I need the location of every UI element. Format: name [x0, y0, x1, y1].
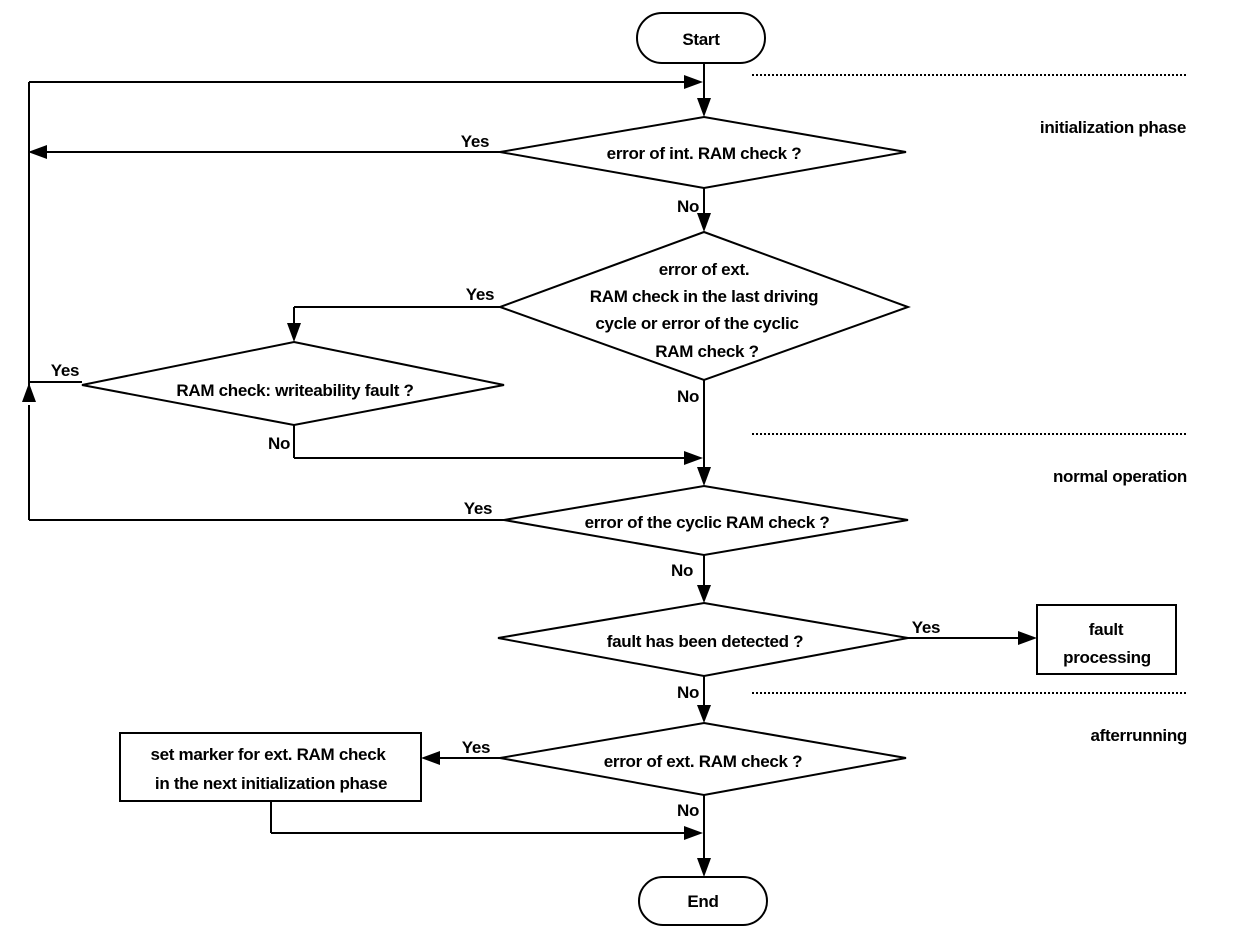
process-set-marker: set marker for ext. RAM check in the nex… [119, 732, 422, 802]
decision-writeability-fault: RAM check: writeability fault ? [81, 340, 505, 427]
no-label: No [677, 387, 699, 406]
decision-fault-detected: fault has been detected ? [497, 601, 909, 678]
arrowhead-right [1018, 631, 1037, 645]
process-set-marker-line-2: in the next initialization phase [155, 774, 387, 793]
no-label: No [677, 683, 699, 702]
arrowhead-right [684, 75, 703, 89]
branch-labels: Yes No Yes Yes No No Yes No Yes No Yes N… [51, 132, 941, 820]
arrowhead-down [697, 585, 711, 603]
start-label: Start [682, 30, 720, 49]
process-fault-processing-line-2: processing [1063, 648, 1151, 667]
decision-ext-ram-last-cycle: error of ext. RAM check in the last driv… [497, 230, 911, 382]
arrowhead-down [697, 705, 711, 723]
arrowhead-right [684, 826, 703, 840]
arrowhead-down [287, 323, 301, 342]
decision-fault-detected-label: fault has been detected ? [607, 632, 804, 651]
arrowhead-down [697, 467, 711, 486]
decision-int-ram-check-label: error of int. RAM check ? [607, 144, 802, 163]
decision-ext-ram-last-cycle-line-4: RAM check ? [655, 342, 758, 361]
connectors [28, 63, 1020, 860]
no-label: No [677, 801, 699, 820]
arrowhead-right [684, 451, 703, 465]
process-fault-processing-line-1: fault [1089, 620, 1124, 639]
decision-ext-ram-last-cycle-line-1: error of ext. [659, 260, 750, 279]
decision-int-ram-check: error of int. RAM check ? [499, 115, 907, 190]
yes-label: Yes [464, 499, 492, 518]
decision-ext-ram-check-label: error of ext. RAM check ? [604, 752, 802, 771]
phase-label-afterrunning: afterrunning [1090, 726, 1187, 745]
decision-writeability-fault-label: RAM check: writeability fault ? [176, 381, 413, 400]
yes-label: Yes [466, 285, 494, 304]
arrowhead-left [421, 751, 440, 765]
end-terminal: End [638, 876, 768, 926]
decision-ext-ram-check: error of ext. RAM check ? [499, 721, 907, 797]
start-terminal: Start [636, 12, 766, 64]
arrowhead-down [697, 858, 711, 877]
decision-cyclic-ram-check-label: error of the cyclic RAM check ? [585, 513, 830, 532]
yes-label: Yes [462, 738, 490, 757]
arrowhead-down [697, 98, 711, 117]
phase-label-initialization: initialization phase [1040, 118, 1186, 137]
no-label: No [268, 434, 290, 453]
decision-ext-ram-last-cycle-line-3: cycle or error of the cyclic [595, 314, 798, 333]
arrowhead-down [697, 213, 711, 232]
process-fault-processing: fault processing [1036, 604, 1177, 675]
no-label: No [671, 561, 693, 580]
yes-label: Yes [51, 361, 79, 380]
end-label: End [687, 892, 718, 911]
no-label: No [677, 197, 699, 216]
decision-ext-ram-last-cycle-line-2: RAM check in the last driving [590, 287, 818, 306]
yes-label: Yes [912, 618, 940, 637]
yes-label: Yes [461, 132, 489, 151]
phase-label-normal-operation: normal operation [1053, 467, 1187, 486]
process-set-marker-line-1: set marker for ext. RAM check [150, 745, 386, 764]
arrowhead-left [28, 145, 47, 159]
arrowhead-up [22, 383, 36, 402]
arrowheads [22, 75, 1037, 877]
decision-cyclic-ram-check: error of the cyclic RAM check ? [503, 484, 909, 557]
